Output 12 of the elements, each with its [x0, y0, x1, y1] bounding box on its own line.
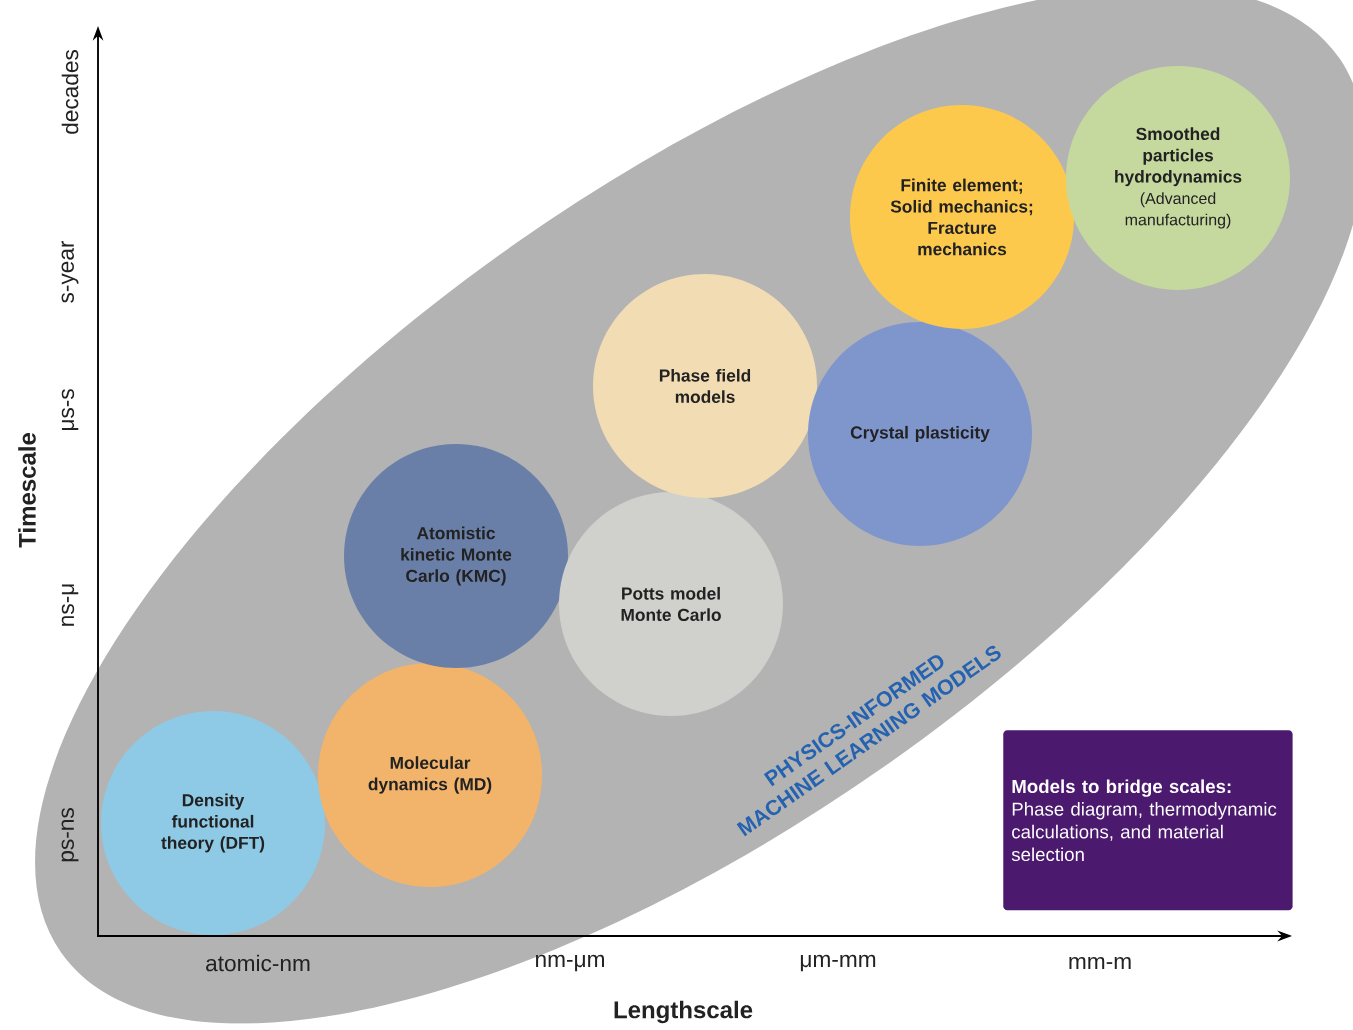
axis-title: Timescale: [18, 433, 36, 548]
tick-label: atomic-nm: [206, 954, 310, 972]
info-box: Models to bridge scales: Phase diagram, thermodynamic calculations, and material selection: [1003, 730, 1293, 911]
tick-label: μm-mm: [800, 954, 876, 972]
tick-label: μs-s: [61, 389, 79, 431]
tick-label: s-year: [61, 240, 79, 303]
tick-label: ns-μ: [61, 584, 79, 626]
axis-title: Lengthscale: [614, 1000, 753, 1024]
tick-label: nm-μm: [536, 954, 604, 972]
tick-label: decades: [61, 49, 79, 134]
tick-label: ps-ns: [61, 808, 79, 862]
tick-label: mm-m: [1069, 956, 1131, 970]
